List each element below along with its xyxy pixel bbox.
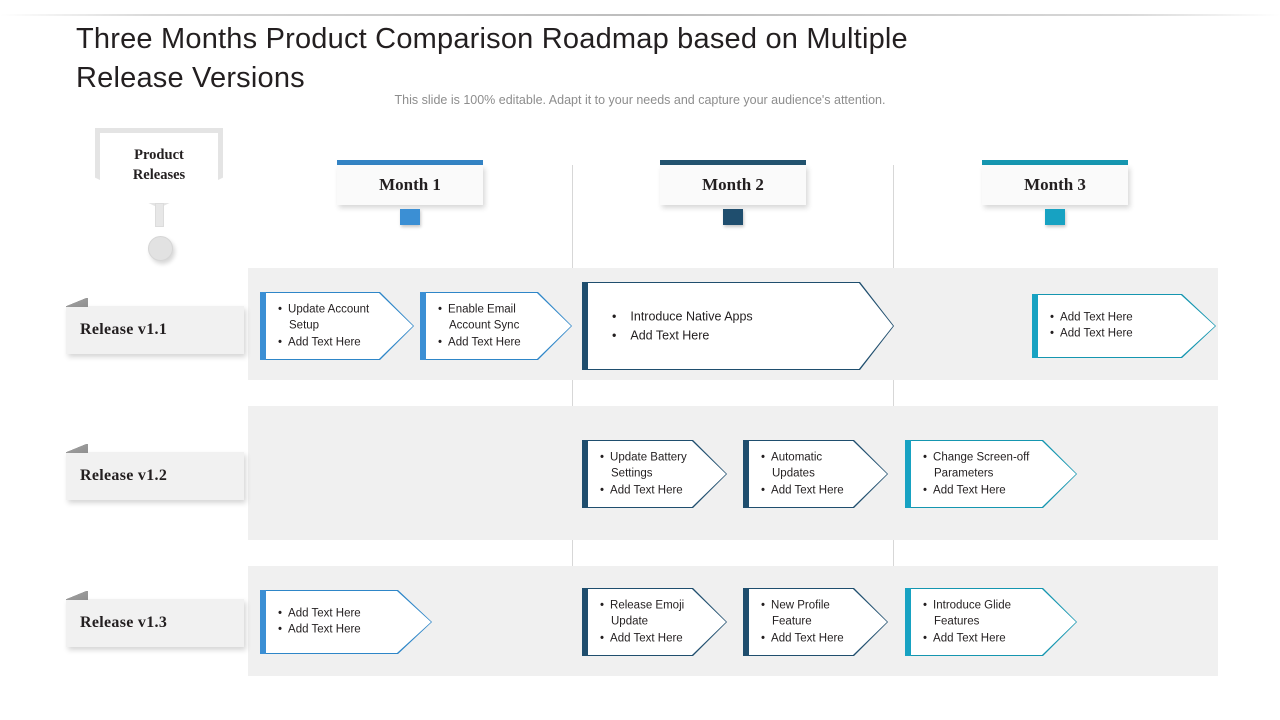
card-text-list: Introduce GlideFeaturesAdd Text Here: [923, 598, 1037, 647]
card-bullet-item: Change Screen-off: [923, 450, 1037, 466]
milestone-card[interactable]: Add Text HereAdd Text Here: [260, 590, 432, 654]
card-bullet-item: Enable Email: [438, 302, 532, 318]
card-text-list: Add Text HereAdd Text Here: [1050, 310, 1176, 343]
milestone-card[interactable]: Introduce GlideFeaturesAdd Text Here: [905, 588, 1077, 656]
month-header-2[interactable]: Month 2: [660, 160, 806, 225]
card-bullet-continuation: Updates: [772, 467, 815, 480]
month-label-box: Month 1: [337, 165, 483, 205]
card-bullet-item: New Profile: [761, 598, 848, 614]
milestone-card[interactable]: Update AccountSetupAdd Text Here: [260, 292, 414, 360]
badge-label-line2: Releases: [132, 167, 186, 183]
release-label-text: Release v1.1: [80, 321, 168, 338]
badge-label-line1: Product: [134, 147, 184, 163]
card-text-list: Release EmojiUpdateAdd Text Here: [600, 598, 687, 647]
milestone-card[interactable]: AutomaticUpdatesAdd Text Here: [743, 440, 888, 508]
milestone-card[interactable]: Add Text HereAdd Text Here: [1032, 294, 1216, 358]
card-bullet-continuation: Feature: [772, 615, 812, 628]
card-bullet-item: Update Battery: [600, 450, 687, 466]
card-text-list: AutomaticUpdatesAdd Text Here: [761, 450, 848, 499]
card-text-list: Change Screen-offParametersAdd Text Here: [923, 450, 1037, 499]
card-bullet-item: Add Text Here: [612, 326, 854, 345]
month-header-3[interactable]: Month 3: [982, 160, 1128, 225]
card-accent-bar: [743, 588, 749, 656]
card-accent-bar: [905, 588, 911, 656]
card-text-list: Add Text HereAdd Text Here: [278, 606, 392, 639]
top-divider-rule: [0, 14, 1280, 16]
card-bullet-item: Automatic: [761, 450, 848, 466]
release-label-text: Release v1.2: [80, 467, 168, 484]
milestone-card[interactable]: Change Screen-offParametersAdd Text Here: [905, 440, 1077, 508]
card-bullet-item: Add Text Here: [923, 630, 1037, 646]
card-accent-bar: [420, 292, 426, 360]
month-label: Month 1: [379, 175, 441, 194]
badge-label: Product Releases: [95, 145, 223, 185]
card-accent-bar: [1032, 294, 1038, 358]
month-marker-chip: [1045, 209, 1065, 225]
card-text-list: New ProfileFeatureAdd Text Here: [761, 598, 848, 647]
month-marker-chip: [400, 209, 420, 225]
card-bullet-continuation: Setup: [289, 319, 320, 332]
month-accent-bar: [660, 160, 806, 165]
card-bullet-item: Release Emoji: [600, 598, 687, 614]
card-bullet-item: Add Text Here: [600, 482, 687, 498]
card-bullet-continuation: Features: [934, 615, 980, 628]
page-subtitle: This slide is 100% editable. Adapt it to…: [394, 93, 886, 107]
card-bullet-item: Update Account: [278, 302, 374, 318]
card-text-list: Update AccountSetupAdd Text Here: [278, 302, 374, 351]
card-bullet-item: Add Text Here: [278, 334, 374, 350]
card-bullet-item: Introduce Glide: [923, 598, 1037, 614]
release-label-3[interactable]: Release v1.3: [66, 591, 244, 647]
card-bullet-continuation: Update: [611, 615, 649, 628]
card-bullet-item: Add Text Here: [1050, 326, 1176, 342]
page-title: Three Months Product Comparison Roadmap …: [76, 23, 908, 94]
card-bullet-item: Add Text Here: [1050, 310, 1176, 326]
card-bullet-item: Add Text Here: [278, 622, 392, 638]
card-text-list: Introduce Native AppsAdd Text Here: [612, 307, 854, 345]
folded-corner-icon: [66, 591, 88, 600]
card-bullet-item: Add Text Here: [761, 630, 848, 646]
card-bullet-item: Add Text Here: [923, 482, 1037, 498]
card-accent-bar: [582, 282, 588, 370]
milestone-card[interactable]: Introduce Native AppsAdd Text Here: [582, 282, 894, 370]
card-bullet-item: Add Text Here: [761, 482, 848, 498]
card-bullet-item: Add Text Here: [438, 334, 532, 350]
card-accent-bar: [260, 292, 266, 360]
badge-stem: [155, 203, 164, 227]
month-label: Month 2: [702, 175, 764, 194]
month-header-1[interactable]: Month 1: [337, 160, 483, 225]
release-label-1[interactable]: Release v1.1: [66, 298, 244, 354]
card-text-list: Update BatterySettingsAdd Text Here: [600, 450, 687, 499]
month-accent-bar: [982, 160, 1128, 165]
milestone-card[interactable]: Update BatterySettingsAdd Text Here: [582, 440, 727, 508]
card-accent-bar: [743, 440, 749, 508]
milestone-card[interactable]: New ProfileFeatureAdd Text Here: [743, 588, 888, 656]
month-label-box: Month 3: [982, 165, 1128, 205]
milestone-card[interactable]: Release EmojiUpdateAdd Text Here: [582, 588, 727, 656]
card-bullet-item: Add Text Here: [278, 606, 392, 622]
card-accent-bar: [905, 440, 911, 508]
folded-corner-icon: [66, 298, 88, 307]
card-accent-bar: [260, 590, 266, 654]
card-bullet-continuation: Settings: [611, 467, 653, 480]
month-label-box: Month 2: [660, 165, 806, 205]
release-label-text: Release v1.3: [80, 614, 168, 631]
release-label-2[interactable]: Release v1.2: [66, 444, 244, 500]
month-label: Month 3: [1024, 175, 1086, 194]
card-accent-bar: [582, 440, 588, 508]
card-bullet-item: Add Text Here: [600, 630, 687, 646]
folded-corner-icon: [66, 444, 88, 453]
card-bullet-continuation: Parameters: [934, 467, 994, 480]
badge-pin-dot: [148, 236, 173, 261]
card-accent-bar: [582, 588, 588, 656]
card-bullet-continuation: Account Sync: [449, 319, 520, 332]
month-accent-bar: [337, 160, 483, 165]
month-marker-chip: [723, 209, 743, 225]
product-releases-badge: Product Releases: [95, 128, 223, 208]
card-bullet-item: Introduce Native Apps: [612, 307, 854, 326]
